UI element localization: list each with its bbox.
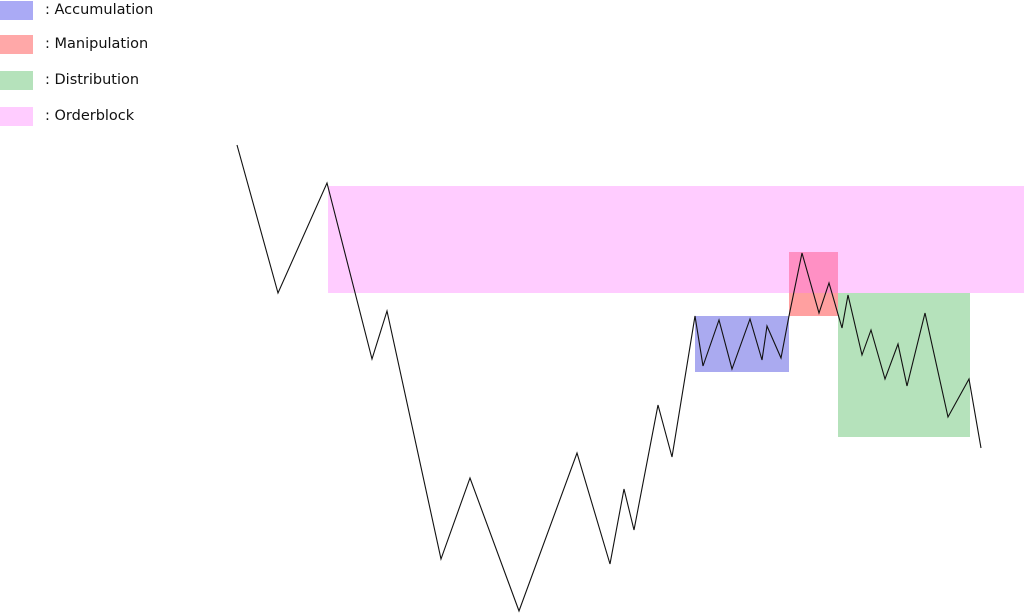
manipulation-zone (789, 293, 838, 316)
price-line (236, 144, 982, 613)
legend-label: : Accumulation (45, 2, 154, 18)
distribution-zone (838, 293, 970, 437)
accumulation-swatch (0, 0, 33, 20)
legend-label: : Orderblock (45, 108, 135, 124)
legend-label: : Distribution (45, 72, 140, 88)
distribution-swatch (0, 70, 33, 90)
legend-distribution: : Distribution (0, 70, 139, 90)
legend-label: : Manipulation (45, 36, 149, 52)
orderblock-zone (328, 186, 1024, 293)
legend-orderblock: : Orderblock (0, 106, 134, 126)
manipulation-swatch (0, 34, 33, 54)
legend-accumulation: : Accumulation (0, 0, 153, 20)
orderblock-swatch (0, 106, 33, 126)
legend-manipulation: : Manipulation (0, 34, 148, 54)
